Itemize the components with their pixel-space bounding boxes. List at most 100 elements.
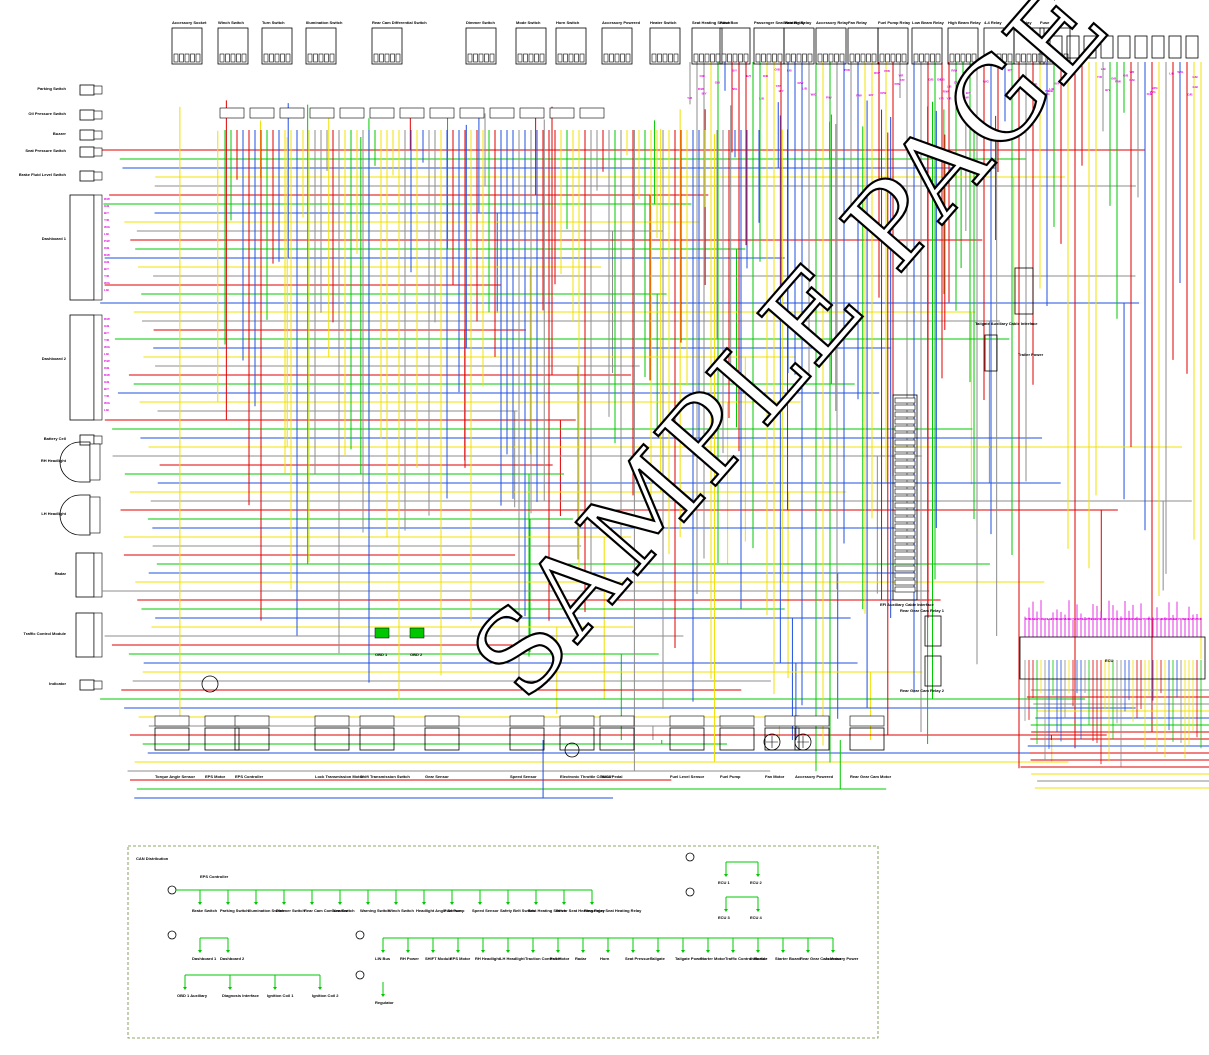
wire-code: W/G [983,80,990,84]
wire-code: G/B [928,78,934,82]
bottom-connector [719,715,755,727]
bottom-connector [154,715,190,727]
bottom-component [669,715,705,751]
wire-code: O/B [1060,67,1066,71]
bottom-connector [599,715,635,727]
efi-pin [894,551,916,558]
wire-code: W/G [1183,617,1190,621]
connector-pin [579,53,585,63]
connector-pin [766,53,772,63]
wire-code: L/B [1117,617,1123,621]
top-component-label: Mode Switch [516,20,541,25]
wire-code: B/Y [104,331,109,335]
left-component-label: Parking Switch [37,86,66,91]
wire-code: L/B [1082,617,1088,621]
connector-pin [620,53,625,63]
top-connector [649,27,681,65]
wire-code: L/B [1047,617,1053,621]
can-drop-arrow [254,902,258,905]
switch-connector [93,435,103,445]
wire-code: R/W [1115,79,1121,83]
wire-code: W/G [811,93,818,97]
connector-pin [184,53,190,63]
switch-connector [93,130,103,140]
top-connector [719,27,751,65]
top-component-label: 2-4 Relay [1014,20,1032,25]
bottom-component-label: Fan Motor [765,774,785,779]
headlight-body [59,494,91,536]
efi-pin [894,467,916,474]
wire-code: Y/R [104,218,110,222]
bottom-body [204,727,240,751]
connector-body [649,27,681,65]
top-connector [601,27,633,65]
can-node-label: RH Headlight [475,956,501,961]
wire-code: Y/R [898,73,904,77]
connector-pin [662,53,668,63]
connector-pin [390,53,395,63]
wire-code: G/B [1065,617,1071,621]
connector-pin [236,53,241,63]
can-drop-arrow [706,950,710,953]
wire-code: R/W [951,68,957,72]
can-drop-arrow [228,987,232,990]
connector-pin [484,53,489,63]
connector-body [465,27,497,65]
mid-connector [429,107,455,119]
top-connector [911,27,943,65]
top-connector [691,27,723,65]
connector-pin [307,53,313,63]
connector-pin [985,53,991,63]
can-drop-arrow [310,902,314,905]
top-connector [371,27,403,65]
can-drop-arrow [318,987,322,990]
can-row1-head: EPS Controller [200,874,229,879]
wire-code: Y/R [687,96,693,100]
wire-code: Y/R [1109,617,1115,621]
top-component-label: Main Relay [784,20,806,25]
bottom-connector [424,715,460,727]
wire-code: R/W [1095,617,1101,621]
rear-cam-relay-2 [924,655,942,687]
connector-pin [935,53,941,63]
wire-code: L/B [802,86,808,90]
bottom-body [314,727,350,751]
bottom-component [424,715,460,751]
can-node-label: Parking Switch [220,908,249,913]
left-component [79,84,103,96]
wire-code: G/B [1193,85,1199,89]
connector-pin [860,53,866,63]
can-node-label: LIN Bus [375,956,391,961]
wire-code: P/W [826,95,832,99]
can-drop-arrow [481,950,485,953]
can-drop-arrow [282,902,286,905]
right-component-label: Tailgate Auxiliary Cable Interface [975,321,1038,326]
wire-code: B/Y [1139,617,1144,621]
headlight-body [59,441,91,483]
left-component [79,129,103,141]
can-node-label: Starter Motor [700,956,726,961]
bottom-component [719,715,755,751]
connector-pin [657,53,662,63]
can-drop-arrow [756,950,760,953]
bottom-body [849,727,885,751]
wire-code: R/W [880,91,886,95]
can-drop-arrow [198,902,202,905]
wire-code: L/B [940,77,946,81]
can-drop-arrow [724,909,728,912]
efi-pin [894,446,916,453]
switch-body [79,434,95,446]
left-component-label: Dashboard 2 [42,356,67,361]
can-node-label: Traffic Control Module [725,956,768,961]
switch-body [79,146,95,158]
wire-code: P/W [1064,76,1070,80]
connector-pin [574,53,579,63]
can-drop-arrow [756,909,760,912]
bottom-component [154,715,190,751]
wire-code: R/W [1166,617,1172,621]
wire-code: Y/R [946,97,952,101]
dashboard-connector [93,314,103,421]
can-drop-arrow [631,950,635,953]
left-component-label: Traffic Control Module [24,631,67,636]
wire-code: G/B [1170,617,1176,621]
